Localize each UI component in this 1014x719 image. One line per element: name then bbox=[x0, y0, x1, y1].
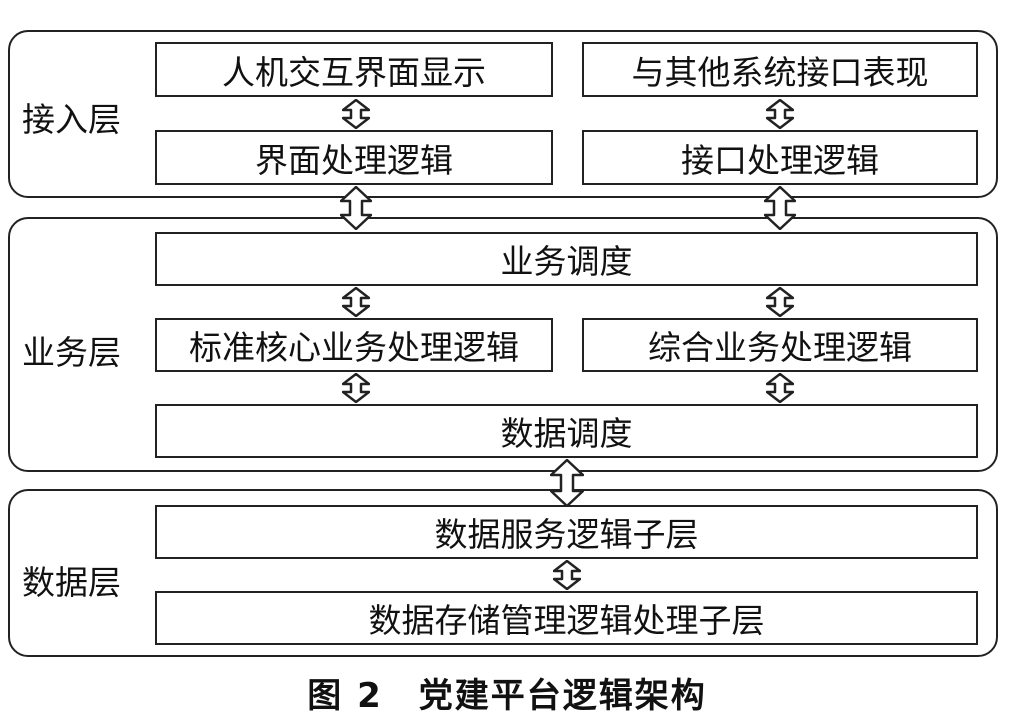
data-dispatch-box: 数据调度 bbox=[155, 404, 978, 458]
bidirectional-arrow-icon bbox=[766, 373, 794, 403]
interface-logic-box: 接口处理逻辑 bbox=[582, 130, 978, 185]
core-business-logic-box: 标准核心业务处理逻辑 bbox=[155, 318, 553, 372]
bidirectional-arrow-icon bbox=[550, 459, 584, 507]
ui-logic-box: 界面处理逻辑 bbox=[155, 130, 553, 185]
figure-caption: 图 2 党建平台逻辑架构 bbox=[307, 676, 707, 716]
bidirectional-arrow-icon bbox=[766, 99, 794, 129]
data-storage-box: 数据存储管理逻辑处理子层 bbox=[155, 591, 978, 645]
hmi-display-box: 人机交互界面显示 bbox=[155, 42, 553, 97]
business-dispatch-box: 业务调度 bbox=[155, 232, 978, 286]
data-service-box: 数据服务逻辑子层 bbox=[155, 505, 978, 559]
interface-other-systems-box: 与其他系统接口表现 bbox=[582, 42, 978, 97]
access-layer-label: 接入层 bbox=[22, 100, 121, 139]
integrated-business-logic-box: 综合业务处理逻辑 bbox=[582, 318, 978, 372]
bidirectional-arrow-icon bbox=[340, 186, 372, 230]
bidirectional-arrow-icon bbox=[553, 560, 581, 590]
bidirectional-arrow-icon bbox=[342, 99, 370, 129]
business-layer-label: 业务层 bbox=[22, 333, 121, 372]
bidirectional-arrow-icon bbox=[342, 373, 370, 403]
bidirectional-arrow-icon bbox=[766, 287, 794, 317]
bidirectional-arrow-icon bbox=[342, 287, 370, 317]
bidirectional-arrow-icon bbox=[764, 186, 796, 230]
data-layer-label: 数据层 bbox=[22, 563, 121, 602]
